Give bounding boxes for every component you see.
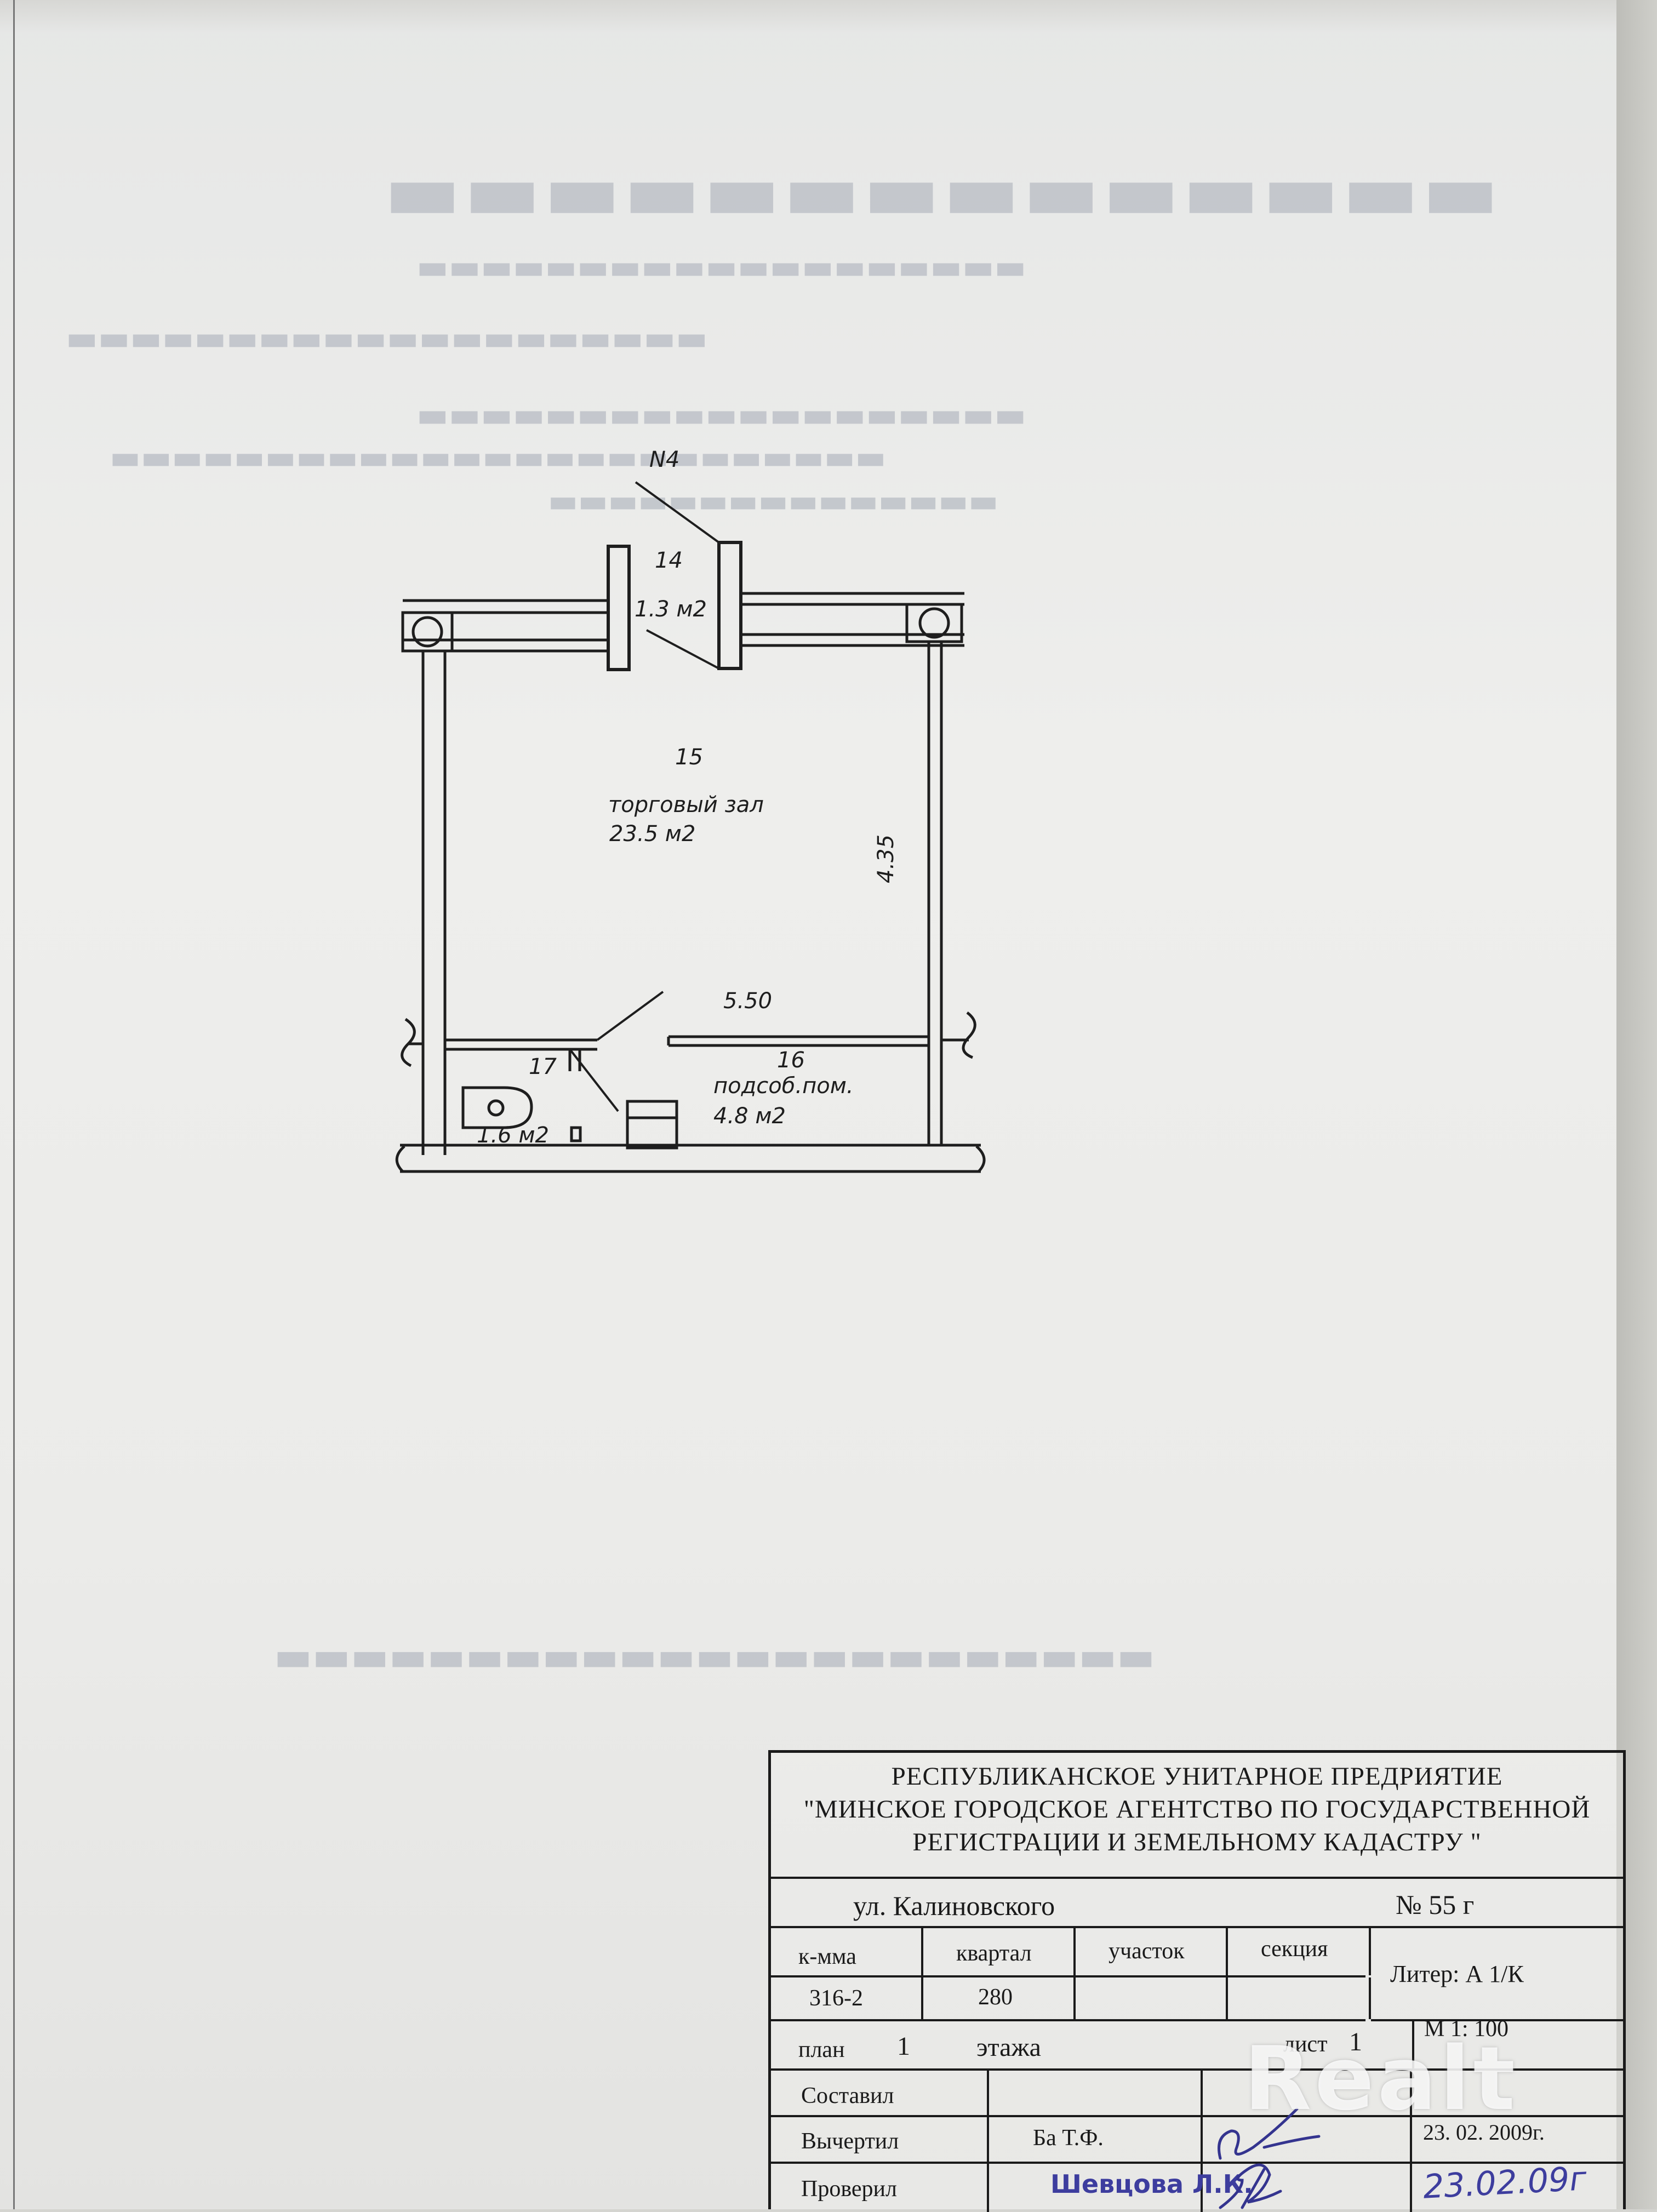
utility-block xyxy=(626,1100,678,1150)
kmma-value: 316-2 xyxy=(809,1986,863,2011)
room-16-name: подсоб.пом. xyxy=(713,1073,854,1099)
signatures xyxy=(1218,2107,1321,2209)
stamp-vychertil-row: Вычертил Ба Т.Ф. 23. 02. 2009г. xyxy=(771,2117,1623,2164)
room-14-number: 14 xyxy=(655,548,683,573)
sink-fixture xyxy=(570,1126,582,1142)
north-label: N4 xyxy=(649,447,679,472)
bleedthrough-texture-line: ▬▬▬▬▬▬▬▬▬▬▬▬▬▬▬▬▬▬▬ xyxy=(416,247,1027,287)
wall-break-mark xyxy=(975,1145,986,1173)
bleedthrough-texture-line: ▬▬▬▬▬▬▬▬▬▬▬▬▬▬▬▬▬▬▬▬ xyxy=(66,318,708,358)
room-14-area: 1.3 м2 xyxy=(635,597,707,622)
cell-kvartal-value: 280 xyxy=(923,1977,1076,2019)
door-swing-line xyxy=(596,991,664,1041)
house-number: № 55 г xyxy=(1396,1889,1475,1920)
bleedthrough-texture-title: ▬▬▬▬▬▬▬▬▬▬▬▬▬▬ xyxy=(384,142,1502,239)
cell-kvartal-header: квартал xyxy=(923,1928,1076,1975)
kvartal-value: 280 xyxy=(978,1985,1013,2010)
stamp-sostavil-row: Составил xyxy=(771,2071,1623,2117)
vychertil-sign-cell xyxy=(1203,2117,1412,2162)
sostavil-sign-cell xyxy=(1203,2071,1412,2115)
column-left-circle xyxy=(412,616,443,648)
toilet-fixture xyxy=(461,1086,533,1129)
cell-kmma-header: к-мма xyxy=(771,1928,923,1975)
realt-watermark: Realt xyxy=(1244,2027,1519,2130)
column-left xyxy=(401,611,454,653)
stamp-address-row: ул. Калиновского № 55 г xyxy=(771,1879,1623,1928)
column-right xyxy=(905,603,963,643)
stamp-plan-row: план 1 этажа лист 1 М 1: 100 xyxy=(771,2016,1623,2071)
bleedthrough-texture-line: ▬▬▬▬▬▬▬▬▬▬▬▬▬▬▬▬▬▬▬ xyxy=(416,395,1027,435)
document-sheet xyxy=(0,0,1616,2209)
liter-value: Литер: А 1/К xyxy=(1390,1960,1524,1987)
cell-kmma-value: 316-2 xyxy=(771,1977,923,2019)
wall-break-mark xyxy=(395,1145,405,1173)
stamp-columns-header-row: к-мма квартал участок секция xyxy=(771,1928,1371,1977)
org-line-3: РЕГИСТРАЦИИ И ЗЕМЕЛЬНОМУ КАДАСТРУ " xyxy=(912,1828,1482,1856)
vychertil-date: 23. 02. 2009г. xyxy=(1423,2120,1545,2145)
room-17-number: 17 xyxy=(529,1054,557,1079)
top-fold-shadow xyxy=(0,0,1616,33)
col-uchastok-label: участок xyxy=(1109,1939,1185,1964)
left-page-edge xyxy=(13,0,15,2209)
org-line-1: РЕСПУБЛИКАНСКОЕ УНИТАРНОЕ ПРЕДРИЯТИЕ xyxy=(891,1762,1503,1791)
vychertil-label-cell: Вычертил xyxy=(771,2117,989,2162)
proveril-label: Проверил xyxy=(801,2176,897,2202)
cell-uchastok-header: участок xyxy=(1076,1928,1228,1975)
toilet-bowl xyxy=(487,1099,505,1117)
sheet-label: лист xyxy=(1283,2032,1328,2057)
sostavil-label: Составил xyxy=(801,2083,894,2108)
dimension-height: 4.35 xyxy=(873,834,899,883)
stamp-proveril-row: Проверил xyxy=(771,2164,1623,2212)
wall-break-mark xyxy=(962,1011,976,1059)
room-16-area: 4.8 м2 xyxy=(713,1104,786,1129)
cell-sekciya-header: секция xyxy=(1228,1928,1371,1975)
floor-number: 1 xyxy=(897,2032,910,2061)
floor-label: этажа xyxy=(976,2033,1041,2062)
room-17-area: 1.6 м2 xyxy=(477,1123,549,1148)
stamp-org-row: РЕСПУБЛИКАНСКОЕ УНИТАРНОЕ ПРЕДРИЯТИЕ "МИ… xyxy=(771,1753,1623,1879)
cell-sekciya-value xyxy=(1228,1977,1371,2019)
street-address: ул. Калиновского xyxy=(853,1890,1055,1921)
bleedthrough-texture-line: ▬▬▬▬▬▬▬▬▬▬▬▬▬▬▬▬▬▬▬▬▬▬▬▬▬ xyxy=(110,438,887,477)
bleedthrough-texture-line: ▬▬▬▬▬▬▬▬▬▬▬▬▬▬▬▬▬▬▬▬▬▬▬ xyxy=(274,1633,1156,1680)
vychertil-label: Вычертил xyxy=(801,2129,899,2154)
room-15-area: 23.5 м2 xyxy=(609,821,695,847)
dimension-width: 5.50 xyxy=(723,988,772,1014)
vestibule-jamb-left xyxy=(607,545,631,671)
proveril-name-cell xyxy=(989,2164,1203,2212)
room-15-number: 15 xyxy=(675,745,703,770)
stamp-columns-values-row: 316-2 280 xyxy=(771,1977,1371,2021)
proveril-label-cell: Проверил xyxy=(771,2164,989,2212)
sostavil-name-cell xyxy=(989,2071,1203,2115)
room-16-number: 16 xyxy=(777,1048,805,1073)
liter-cell: Литер: А 1/К xyxy=(1371,1928,1623,2021)
scale-value: М 1: 100 xyxy=(1424,2016,1509,2042)
proveril-sign-cell xyxy=(1203,2164,1412,2212)
signature-vychertil xyxy=(1218,2107,1321,2160)
cell-uchastok-value xyxy=(1076,1977,1228,2019)
col-sekciya-label: секция xyxy=(1261,1936,1328,1962)
door-swing-line xyxy=(646,629,719,670)
sheet-number: 1 xyxy=(1349,2027,1362,2056)
col-kvartal-label: квартал xyxy=(956,1941,1032,1966)
vestibule-jamb-right xyxy=(717,541,742,670)
door-swing-line xyxy=(569,1048,619,1112)
bleedthrough-texture-line: ▬▬▬▬▬▬▬▬▬▬▬▬▬▬▬ xyxy=(548,482,998,519)
vychertil-name: Ба Т.Ф. xyxy=(1033,2125,1104,2151)
room-15-name: торговый зал xyxy=(608,792,764,818)
vychertil-name-cell: Ба Т.Ф. xyxy=(989,2117,1203,2162)
plan-label: план xyxy=(798,2037,845,2062)
column-right-circle xyxy=(918,607,950,639)
door-swing-line xyxy=(635,481,720,544)
org-line-2: "МИНСКОЕ ГОРОДСКОЕ АГЕНТСТВО ПО ГОСУДАРС… xyxy=(803,1795,1591,1824)
scale-cell: М 1: 100 xyxy=(1412,2016,1509,2068)
col-kmma-label: к-мма xyxy=(798,1944,856,1969)
proveril-name-stamp: Шевцова Л.К. xyxy=(1050,2169,1253,2199)
title-block-stamp: РЕСПУБЛИКАНСКОЕ УНИТАРНОЕ ПРЕДРИЯТИЕ "МИ… xyxy=(768,1750,1626,2212)
sostavil-label-cell: Составил xyxy=(771,2071,989,2115)
signature-proveril xyxy=(1219,2163,1282,2209)
